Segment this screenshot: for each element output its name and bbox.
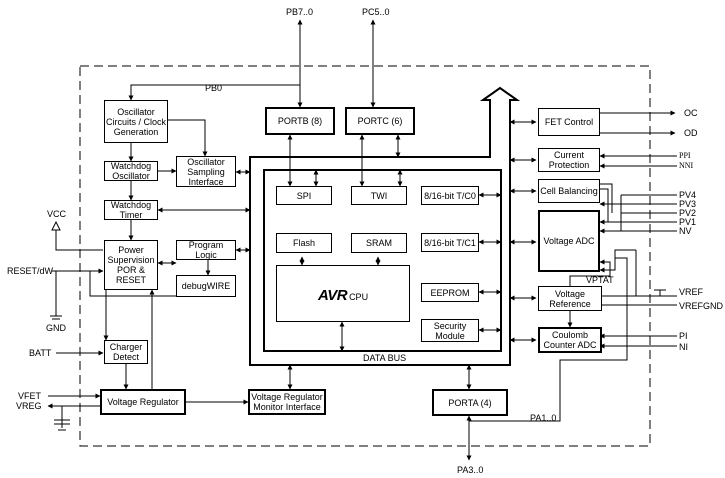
oc-label: OC	[684, 108, 698, 118]
program-logic-block: Program Logic	[176, 240, 236, 260]
coulomb-counter-adc-block: Coulomb Counter ADC	[538, 327, 602, 353]
charger-detect-block: Charger Detect	[104, 340, 148, 364]
pb7-0-label: PB7..0	[286, 7, 314, 17]
pi-label: PI	[679, 331, 688, 341]
tc1-block: 8/16-bit T/C1	[421, 233, 479, 252]
pa1-0-label: PA1..0	[530, 413, 557, 423]
nni-label: NNI	[679, 161, 694, 170]
data-bus-label: DATA BUS	[363, 353, 407, 363]
porta-block: PORTA (4)	[432, 389, 508, 416]
oscillator-block: Oscillator Circuits / Clock Generation	[104, 100, 168, 143]
cpu-block	[276, 265, 410, 322]
ni-label: NI	[679, 342, 688, 352]
sram-block: SRAM	[351, 233, 407, 253]
cpu-text: CPU	[349, 292, 369, 302]
vref-label: VREF	[679, 287, 704, 297]
portc-block: PORTC (6)	[345, 107, 415, 135]
vptat-label: VPTAT	[586, 275, 614, 285]
od-label: OD	[684, 128, 698, 138]
power-supervision-block: Power Supervision POR & RESET	[104, 240, 158, 290]
fet-control-block: FET Control	[538, 108, 600, 136]
pb0-label: PB0	[205, 83, 223, 93]
current-protection-block: Current Protection	[538, 148, 600, 172]
debugwire-block: debugWIRE	[176, 275, 236, 297]
vfet-label: VFET	[18, 391, 42, 401]
eeprom-block: EEPROM	[421, 283, 479, 302]
pc5-0-label: PC5..0	[362, 7, 390, 17]
vrefgnd-label: VREFGND	[679, 301, 724, 311]
reset-dw-label: RESET/dW	[7, 266, 54, 276]
vcc-label: VCC	[47, 209, 67, 219]
avr-logo: AVR	[318, 287, 348, 304]
flash-block: Flash	[276, 233, 332, 253]
voltage-adc-block: Voltage ADC	[538, 210, 600, 272]
security-module-block: Security Module	[421, 319, 479, 342]
twi-block: TWI	[351, 186, 407, 205]
pv3-label: PV3	[679, 199, 697, 209]
chip-outline	[79, 65, 651, 447]
spi-block: SPI	[276, 186, 332, 205]
vreg-label: VREG	[16, 401, 42, 411]
portb-block: PORTB (8)	[265, 107, 335, 135]
pa3-0-label: PA3..0	[457, 465, 484, 475]
watchdog-oscillator-block: Watchdog Oscillator	[104, 161, 158, 181]
pv4-label: PV4	[679, 190, 697, 200]
watchdog-timer-block: Watchdog Timer	[104, 200, 158, 220]
voltage-regulator-block: Voltage Regulator	[100, 389, 186, 415]
vreg-monitor-block: Voltage Regulator Monitor Interface	[248, 389, 326, 415]
nv-label: NV	[679, 226, 692, 236]
pv1-label: PV1	[679, 217, 697, 227]
tc0-block: 8/16-bit T/C0	[421, 186, 479, 205]
internal-bus	[249, 86, 521, 366]
gnd-label: GND	[46, 323, 66, 333]
batt-label: BATT	[29, 348, 52, 358]
ppi-label: PPI	[679, 151, 691, 160]
cell-balancing-block: Cell Balancing	[538, 179, 600, 203]
pv2-label: PV2	[679, 208, 697, 218]
oscillator-sampling-block: Oscillator Sampling Interface	[176, 156, 236, 187]
voltage-reference-block: Voltage Reference	[538, 286, 602, 311]
cpu-core-region	[263, 169, 502, 352]
